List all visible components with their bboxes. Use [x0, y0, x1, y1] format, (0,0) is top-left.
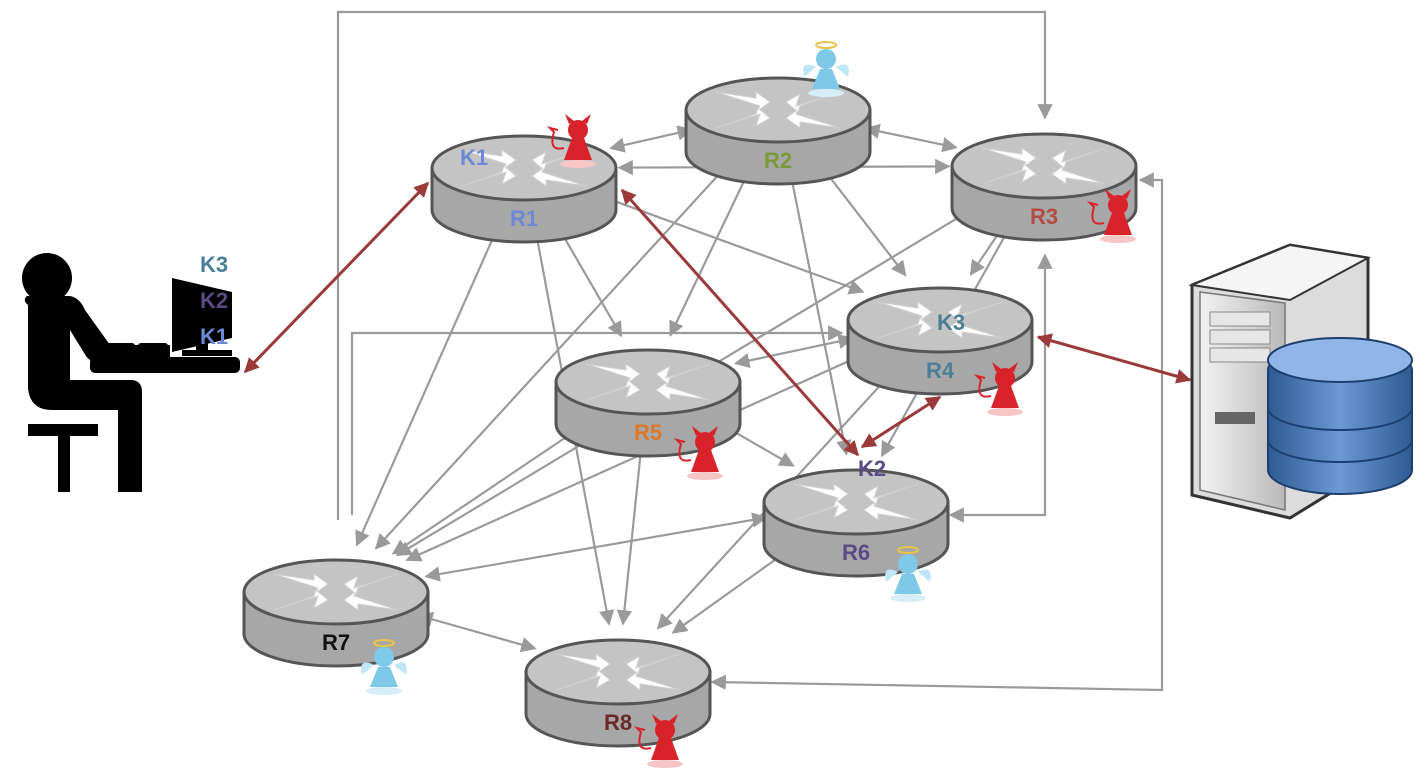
- router-arrow-icon: [555, 669, 611, 691]
- path-r6-r4: [860, 395, 942, 449]
- router-top: [762, 468, 950, 536]
- router-r8: R8: [524, 638, 712, 768]
- router-label: R4: [926, 358, 955, 383]
- client-key-k3: K3: [200, 252, 228, 277]
- link-r2-r5: [669, 155, 757, 337]
- angel-icon: [361, 639, 407, 695]
- router-arrow-icon: [461, 165, 517, 187]
- devil-icon: [1086, 189, 1136, 243]
- link-r4-r5: [734, 333, 854, 369]
- link-r5-r7: [391, 419, 593, 555]
- router-arrow-icon: [555, 653, 611, 675]
- client-key-k2: K2: [200, 288, 228, 313]
- link-r1-r7: [355, 213, 505, 547]
- router-label: R1: [510, 206, 538, 231]
- router-arrow-icon: [273, 573, 329, 595]
- router-arrow-icon: [793, 483, 849, 505]
- onion-path: [243, 181, 1192, 457]
- router-arrow-icon: [981, 163, 1037, 185]
- router-arrow-icon: [273, 589, 329, 611]
- link-r1-r2: [609, 125, 693, 153]
- devil-icon: [673, 426, 723, 480]
- router-label: R3: [1030, 204, 1058, 229]
- router-label: R8: [604, 710, 632, 735]
- router-arrow-icon: [1051, 147, 1107, 169]
- router-top: [684, 76, 872, 144]
- router-r3: R3: [950, 132, 1138, 243]
- router-arrow-icon: [625, 653, 681, 675]
- router-top: [554, 348, 742, 416]
- router-arrow-icon: [715, 107, 771, 129]
- database-icon: [1267, 337, 1413, 495]
- router-arrow-icon: [785, 107, 841, 129]
- router-r4: R4 K3: [846, 286, 1034, 416]
- router-label: R2: [764, 148, 792, 173]
- link-r2-r3: [864, 123, 958, 153]
- router-arrow-icon: [1051, 163, 1107, 185]
- devil-icon: [546, 114, 596, 168]
- router-label: R6: [842, 540, 870, 565]
- router-r5: R5: [554, 348, 742, 480]
- router-r1: R1 K1: [430, 114, 618, 244]
- devil-icon: [633, 714, 683, 768]
- router-arrow-icon: [531, 165, 587, 187]
- router-arrow-icon: [343, 573, 399, 595]
- router-arrow-icon: [461, 149, 517, 171]
- client-key-k1: K1: [200, 324, 228, 349]
- router-arrow-icon: [655, 379, 711, 401]
- server-destination: [1188, 243, 1413, 520]
- devil-icon: [973, 362, 1023, 416]
- router-r6: R6 K2: [762, 456, 950, 602]
- router-top: [524, 638, 712, 706]
- path-client-r1: [243, 181, 430, 374]
- router-label: R7: [322, 630, 350, 655]
- angel-icon: [803, 41, 849, 97]
- router-arrow-icon: [947, 317, 1003, 339]
- router-arrow-icon: [793, 499, 849, 521]
- router-arrow-icon: [655, 363, 711, 385]
- router-arrow-icon: [715, 91, 771, 113]
- link-r8-r3-perimeter: [710, 172, 1164, 692]
- router-arrow-icon: [863, 499, 919, 521]
- router-arrow-icon: [877, 301, 933, 323]
- router-r2: R2: [684, 41, 872, 186]
- router-arrow-icon: [863, 483, 919, 505]
- router-arrow-icon: [785, 91, 841, 113]
- router-label: R5: [634, 420, 662, 445]
- path-r4-server: [1036, 333, 1192, 384]
- router-r7: R7: [242, 558, 430, 695]
- angel-icon: [885, 546, 931, 602]
- router-arrow-icon: [585, 379, 641, 401]
- path-r1-r6: [620, 188, 860, 457]
- router-key-label: K1: [460, 145, 488, 170]
- user-silhouette-icon: [22, 253, 240, 492]
- router-top: [950, 132, 1138, 200]
- router-arrow-icon: [877, 317, 933, 339]
- router-arrow-icon: [625, 669, 681, 691]
- router-arrow-icon: [981, 147, 1037, 169]
- link-r7-r8: [417, 611, 537, 653]
- router-key-label: K2: [858, 456, 886, 481]
- link-r6-r7: [424, 512, 768, 582]
- router-arrow-icon: [947, 301, 1003, 323]
- router-top: [242, 558, 430, 626]
- router-arrow-icon: [531, 149, 587, 171]
- router-arrow-icon: [343, 589, 399, 611]
- router-key-label: K3: [937, 310, 965, 335]
- router-arrow-icon: [585, 363, 641, 385]
